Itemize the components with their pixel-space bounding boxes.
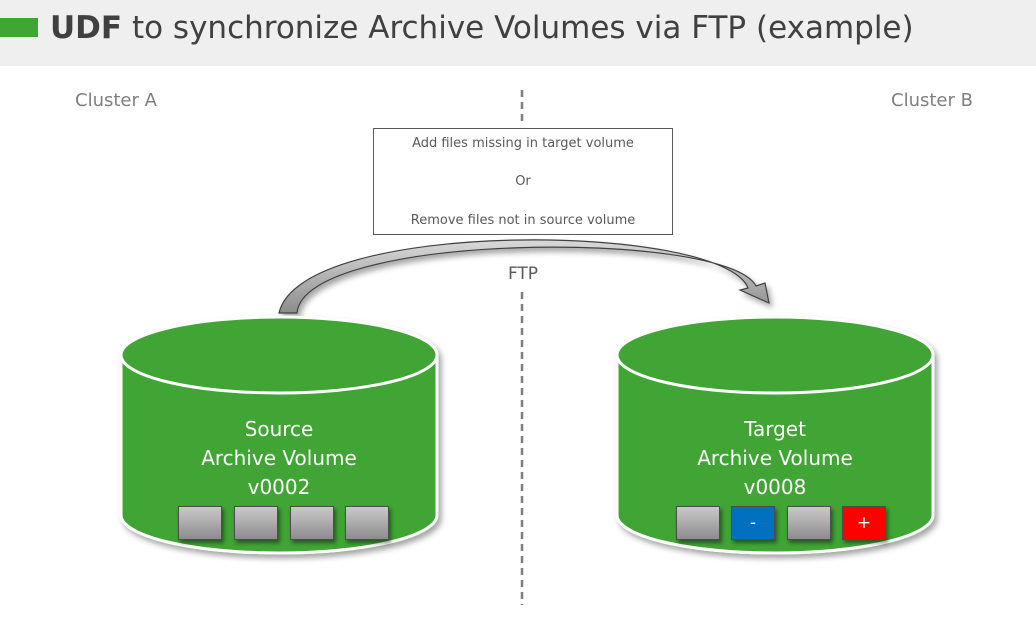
cluster-a-label: Cluster A [75,90,157,111]
target-volume-title: Target [744,417,806,441]
file-remove-icon: - [731,506,775,540]
source-volume-title: Source [244,417,314,441]
file-block-icon [290,506,334,540]
source-volume-id: v0002 [247,475,311,499]
ftp-label: FTP [507,264,539,284]
sync-rules-box: Add files missing in target volume Or Re… [373,128,673,235]
source-volume-type: Archive Volume [201,446,357,470]
file-block-icon [787,506,831,540]
rule-or: Or [515,174,531,189]
title-accent-bar [0,18,38,37]
title-bold: UDF [50,10,123,46]
file-block-icon [676,506,720,540]
source-volume-label: Source Archive Volume v0002 [121,415,437,502]
cluster-b-label: Cluster B [891,90,973,111]
rule-add-missing: Add files missing in target volume [412,136,634,151]
title-bar: UDF to synchronize Archive Volumes via F… [0,0,1036,66]
target-volume-cylinder [615,315,935,555]
target-volume-label: Target Archive Volume v0008 [617,415,933,502]
file-block-icon [345,506,389,540]
source-volume-cylinder [119,315,439,555]
page-title: UDF to synchronize Archive Volumes via F… [50,8,914,48]
target-volume-id: v0008 [743,475,807,499]
target-volume-type: Archive Volume [697,446,853,470]
file-block-icon [234,506,278,540]
file-block-icon [178,506,222,540]
rule-remove-extra: Remove files not in source volume [410,213,636,228]
title-rest: to synchronize Archive Volumes via FTP (… [122,10,914,46]
ftp-transfer-arrow [278,239,770,314]
file-add-icon: + [842,506,886,540]
